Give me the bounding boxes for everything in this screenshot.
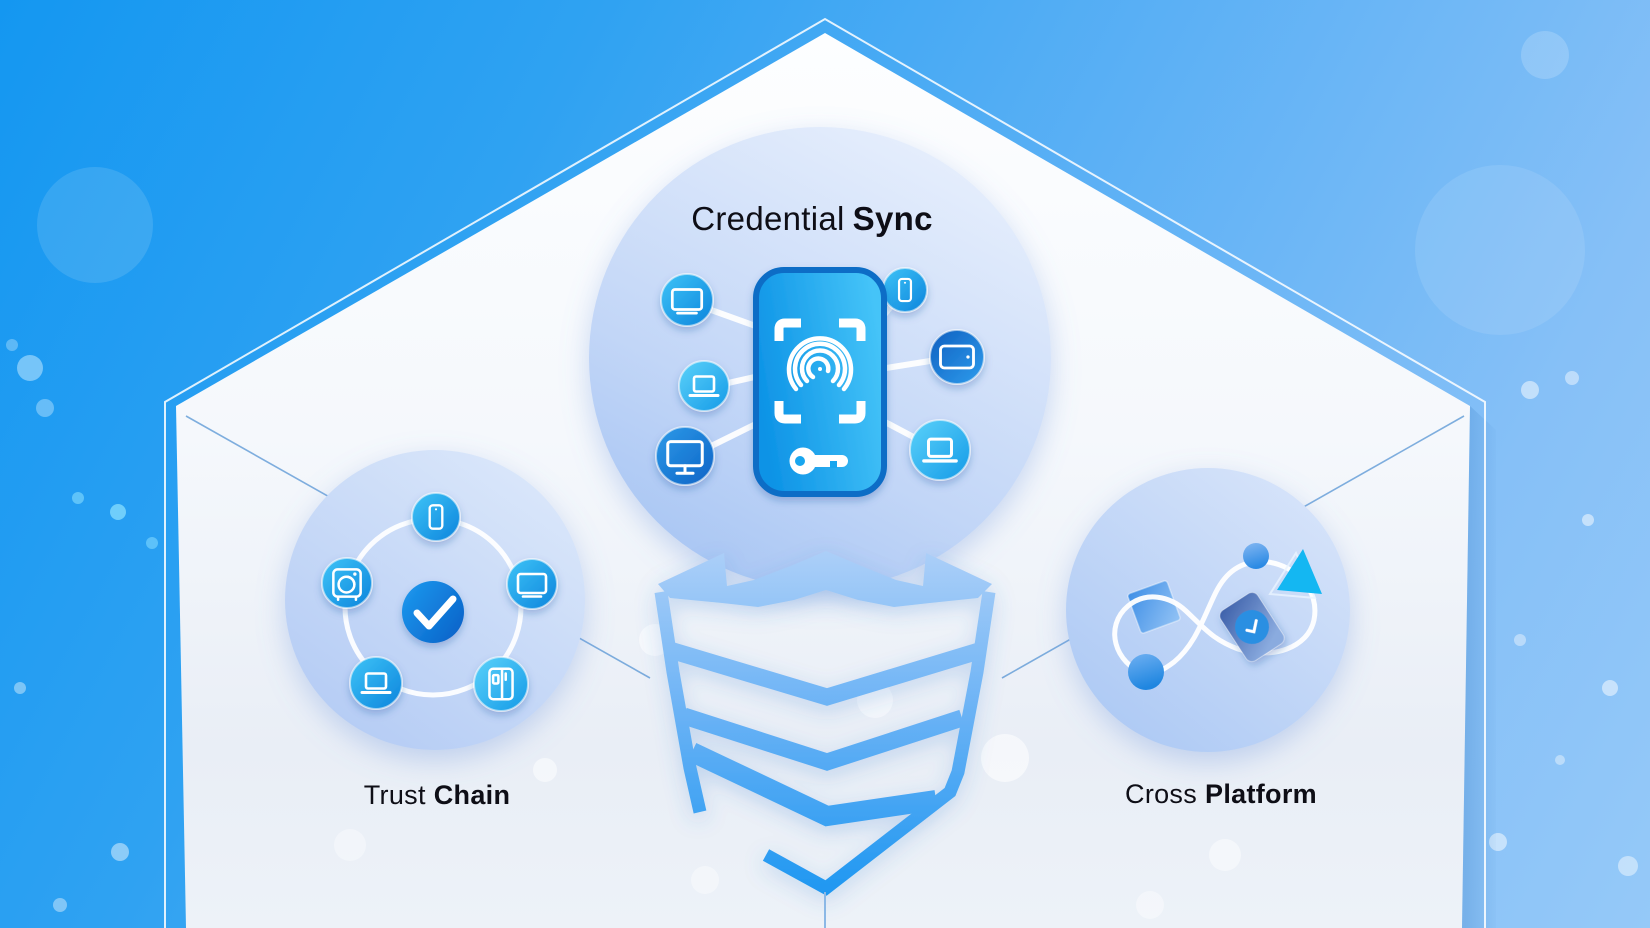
shield-left-edge bbox=[654, 591, 707, 814]
trust-chain-label-regular: Trust bbox=[363, 780, 426, 810]
trust-node-smartphone bbox=[411, 492, 461, 542]
viewfinder-brackets-icon bbox=[774, 318, 866, 424]
shape-smart-card bbox=[1219, 592, 1285, 662]
credential-sync-label-bold: Sync bbox=[852, 200, 933, 237]
key-icon bbox=[789, 447, 848, 475]
hub-phone bbox=[753, 267, 887, 497]
background-bokeh bbox=[6, 31, 1638, 912]
shield-chevron-1 bbox=[667, 641, 985, 706]
device-node-desktop bbox=[655, 426, 715, 486]
trust-check-node bbox=[402, 581, 464, 643]
checkmark-icon bbox=[413, 595, 457, 630]
trust-node-washing-machine bbox=[321, 557, 373, 609]
shield-chevron-2 bbox=[681, 707, 965, 771]
trust-chain-label-bold: Chain bbox=[433, 780, 511, 810]
device-node-tablet bbox=[929, 329, 985, 385]
house-panel-right-shadow bbox=[1462, 406, 1496, 928]
cross-platform-label-regular: Cross bbox=[1125, 779, 1198, 809]
shield-top-battlement bbox=[658, 551, 992, 607]
cross-platform-group bbox=[1066, 468, 1350, 752]
cross-platform-label-bold: Platform bbox=[1205, 779, 1317, 809]
shield-right-edge-tail bbox=[762, 591, 996, 896]
device-node-laptop-right bbox=[909, 419, 971, 481]
fingerprint-icon bbox=[786, 336, 854, 392]
device-node-tv bbox=[660, 273, 714, 327]
trust-node-tv bbox=[506, 558, 558, 610]
shield-bottom-chevron bbox=[687, 742, 938, 827]
shape-triangle bbox=[1268, 549, 1322, 600]
device-node-smartphone bbox=[882, 267, 928, 313]
knox-shield-logo bbox=[654, 551, 996, 896]
shape-circle-bottom bbox=[1128, 654, 1164, 690]
device-node-laptop-left bbox=[678, 360, 730, 412]
house-outline bbox=[164, 17, 1486, 928]
trust-chain-group bbox=[285, 450, 585, 750]
shape-circle-top bbox=[1243, 543, 1269, 569]
trust-node-laptop bbox=[349, 656, 403, 710]
infinity-loop-icon bbox=[1112, 559, 1318, 677]
credential-sync-group bbox=[589, 127, 1051, 589]
credential-sync-label-regular: Credential bbox=[691, 200, 845, 237]
trust-node-refrigerator bbox=[473, 656, 529, 712]
clock-check-icon bbox=[1245, 619, 1258, 634]
